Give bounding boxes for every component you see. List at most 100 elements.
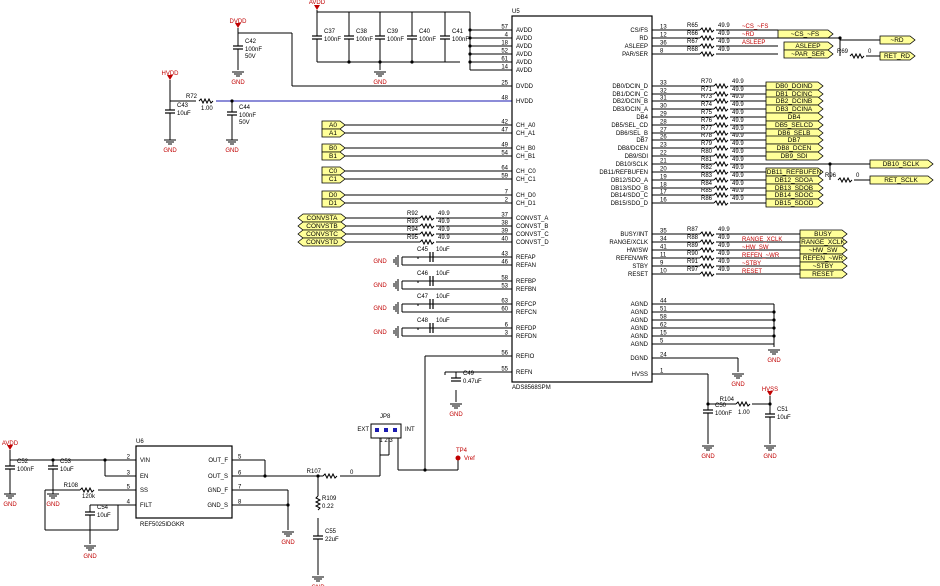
- db-resistor: [713, 105, 729, 113]
- flag-db0_doind-label: DB0_DOIND: [775, 83, 813, 90]
- flag-hw_sw: [799, 245, 848, 255]
- gnd-u6: [281, 531, 295, 537]
- dvdd-label: DVDD: [229, 19, 247, 25]
- u5-pin-name: HVSS: [632, 372, 648, 378]
- u5-pin-number: 1: [660, 369, 664, 375]
- ctrl-resistor: [699, 238, 715, 246]
- u5-pin-number: 14: [501, 65, 508, 71]
- u5-pin-name: RESET: [628, 272, 648, 278]
- flag-cs-fs: [777, 29, 834, 39]
- junction-dot: [772, 318, 776, 322]
- u6-pin-name: GND_S: [207, 503, 228, 509]
- u5-pin-name: REFBP: [516, 279, 536, 285]
- ctrl-net-label: RANGE_XCLK: [742, 237, 782, 243]
- gnd-label: GND: [373, 330, 387, 336]
- junction-dot: [468, 44, 472, 48]
- resistor-ref: R70: [701, 79, 713, 85]
- capacitor-value: 0.47uF: [463, 379, 482, 385]
- resistor-ref: R74: [701, 102, 713, 108]
- gnd-label: GND: [225, 148, 239, 154]
- flag-db3_dcina-label: DB3_DCINA: [776, 106, 813, 113]
- capacitor-ref: C46: [417, 271, 429, 277]
- flag-rd: [879, 35, 916, 45]
- capacitor-ref: C49: [463, 371, 475, 377]
- u5-pin-name: AGND: [631, 334, 649, 340]
- u5-pin-name: CH_B0: [516, 146, 536, 152]
- resistor-value: 49.9: [732, 181, 744, 187]
- u5-part-number: ADS8568SPM: [512, 385, 551, 391]
- input-flag-b0: [321, 143, 346, 153]
- resistor-ref: R87: [687, 227, 699, 233]
- u5-pin-name: DB2/DCIN_B: [613, 99, 648, 105]
- flag-asleep-label: ASLEEP: [795, 43, 820, 50]
- input-flag-d0: [321, 190, 346, 200]
- u5-pin-number: 15: [660, 331, 667, 337]
- r104: [735, 400, 751, 408]
- resistor-value: 49.9: [732, 188, 744, 194]
- u5-pin-name: DB0/DCIN_D: [612, 84, 648, 90]
- test-point-tp4[interactable]: [455, 455, 461, 461]
- convst-resistor: [419, 238, 435, 246]
- input-flag-b1-label: B1: [329, 153, 337, 160]
- capacitor-ref: C45: [417, 247, 429, 253]
- u5-pin-name: REFBN: [516, 287, 536, 293]
- junction-dot: [423, 468, 427, 472]
- gnd-c44: [225, 139, 239, 145]
- u5-pin-name: AVDD: [516, 28, 533, 34]
- flag-stby: [799, 261, 848, 271]
- resistor-value: 49.9: [732, 157, 744, 163]
- u5-pin-number: 24: [660, 353, 667, 359]
- resistor-ref: R82: [701, 165, 713, 171]
- resistor-value: 49.9: [732, 196, 744, 202]
- jumper-pin: [384, 428, 388, 432]
- u5-pin-number: 61: [501, 57, 508, 63]
- u6-pin-name: SS: [140, 488, 148, 494]
- flag-db15_sdod: [765, 198, 824, 208]
- u5-pin-number: 5: [660, 339, 664, 345]
- u5-pin-name: AGND: [631, 318, 649, 324]
- capacitor-ref: C48: [417, 318, 429, 324]
- gnd-c50: [701, 445, 715, 451]
- gnd-c55: [311, 576, 325, 582]
- resistor-value: 49.9: [718, 39, 730, 45]
- db-resistor: [713, 82, 729, 90]
- capacitor-ref: C54: [97, 505, 109, 511]
- db-resistor: [713, 168, 729, 176]
- u5-pin-name: RD: [639, 36, 648, 42]
- u5-pin-name: DB10/SCLK: [616, 162, 648, 168]
- u5-pin-number: 6: [505, 323, 509, 329]
- flag-db2_dcinb-label: DB2_DCINB: [776, 98, 812, 105]
- u6-pin-name: GND_F: [208, 488, 229, 494]
- u5-pin-number: 34: [660, 237, 667, 243]
- resistor-ref: R68: [687, 47, 699, 53]
- flag-db5_selcd-label: DB5_SELCD: [775, 122, 813, 129]
- capacitor-value: 10uF: [436, 294, 450, 300]
- input-flag-d1-label: D1: [329, 200, 338, 207]
- resistor-ref: R67: [687, 39, 699, 45]
- u5-pin-name: REFN: [516, 370, 532, 376]
- u6-pin-number: 5: [238, 455, 242, 461]
- capacitor-value: 100nF: [245, 47, 262, 53]
- gnd-label: GND: [83, 554, 97, 560]
- db-resistor: [713, 90, 729, 98]
- db-resistor: [713, 113, 729, 121]
- hvdd-label: HVDD: [161, 71, 179, 77]
- resistor-ref: R69: [837, 49, 849, 55]
- resistor-ref: R77: [701, 126, 713, 132]
- ctrl-net-label: REFEN_~WR: [742, 253, 780, 259]
- u5-pin-name: AVDD: [516, 60, 533, 66]
- u5-pin-name: DB6/SEL_B: [616, 131, 648, 137]
- resistor-value: 49.9: [732, 79, 744, 85]
- junction-dot: [768, 402, 772, 406]
- db-resistor: [713, 184, 729, 192]
- resistor-value: 49.9: [732, 118, 744, 124]
- u5-pin-name: CH_A1: [516, 131, 536, 137]
- flag-db11_refbufen-label: DB11_REFBUFEN: [767, 169, 822, 176]
- u5-pin-name: ASLEEP: [625, 44, 648, 50]
- u5-pin-number: 8: [660, 49, 664, 55]
- capacitor-value: 100nF: [387, 37, 404, 43]
- u5-pin-name: DB11/REFBUFEN: [599, 170, 648, 176]
- u6-pin-number: 2: [127, 455, 131, 461]
- capacitor-value: 100nF: [419, 37, 436, 43]
- ctrl-resistor: [699, 254, 715, 262]
